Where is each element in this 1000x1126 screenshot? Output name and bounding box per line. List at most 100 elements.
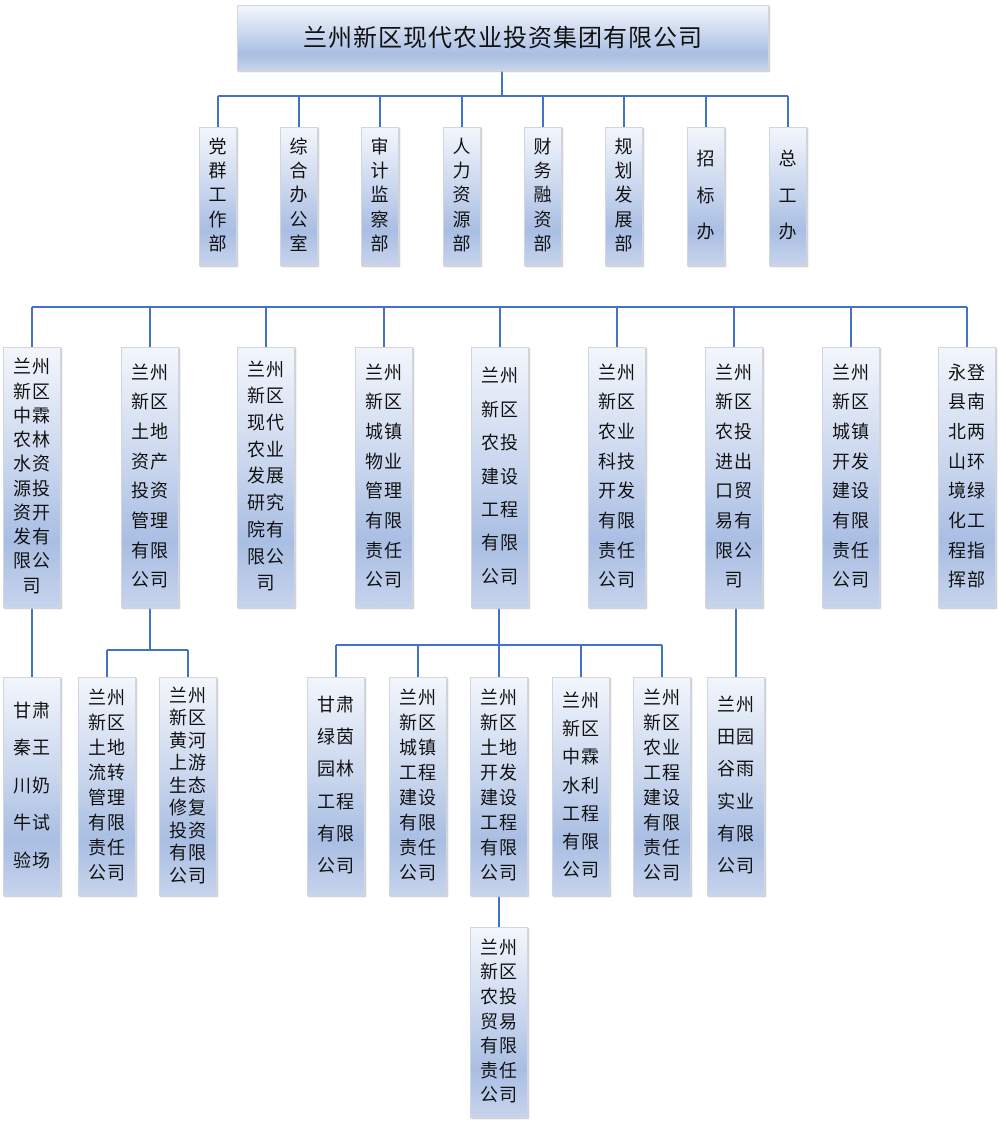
subsidiary-box[interactable]: 兰州新区农投进出口贸易有限公司	[705, 347, 763, 608]
box-text-line: 公司	[317, 855, 355, 877]
subsidiary-box[interactable]: 兰州新区农投建设工程有限公司	[471, 347, 529, 608]
box-text-line: 中霖	[562, 747, 600, 769]
box-text-line: 有限	[480, 838, 518, 859]
second-level-box[interactable]: 兰州新区中霖水利工程有限公司	[552, 677, 610, 896]
box-text-line: 兰州	[480, 937, 518, 959]
box-text-line: 责任	[480, 1060, 518, 1082]
box-text-line: 城镇	[832, 421, 870, 443]
box-text-line: 建设	[480, 788, 518, 809]
box-text-line: 公司	[365, 570, 403, 592]
box-text-line: 开发	[832, 451, 870, 473]
box-text-line: 有限	[717, 823, 755, 845]
box-text-line: 投资	[169, 820, 207, 842]
box-text-line: 部	[370, 233, 390, 255]
box-text-line: 新区	[13, 381, 51, 403]
box-text-line: 规	[614, 137, 634, 159]
box-text-line: 部	[533, 233, 553, 255]
department-box[interactable]: 总工办	[769, 127, 807, 266]
box-text-line: 源投	[13, 478, 51, 500]
box-text-line: 限公	[13, 551, 51, 573]
box-text-line: 计	[370, 161, 390, 183]
box-text-line: 力	[452, 161, 472, 183]
department-box[interactable]: 规划发展部	[605, 127, 643, 266]
department-box[interactable]: 财务融资部	[524, 127, 562, 266]
box-text-line: 秦王	[13, 738, 51, 759]
box-text-line: 有限	[169, 843, 207, 864]
group-company-box[interactable]: 兰州新区现代农业投资集团有限公司	[237, 5, 769, 71]
second-level-box[interactable]: 兰州新区土地流转管理有限责任公司	[78, 677, 136, 896]
box-text-line: 进出	[715, 451, 753, 473]
box-text-line: 物业	[365, 451, 403, 473]
department-box[interactable]: 招标办	[687, 127, 725, 266]
box-text-line: 责任	[643, 838, 681, 859]
box-text-line: 农投	[481, 433, 519, 455]
second-level-box[interactable]: 兰州田园谷雨实业有限公司	[707, 677, 765, 896]
box-text-line: 标	[696, 185, 716, 207]
box-text-line: 公司	[399, 863, 437, 884]
department-box[interactable]: 人力资源部	[443, 127, 481, 266]
box-text-line: 贸易	[480, 1011, 518, 1033]
box-text-line: 公司	[88, 863, 126, 884]
subsidiary-box[interactable]: 兰州新区城镇物业管理有限责任公司	[355, 347, 413, 608]
box-text-line: 土地	[88, 738, 126, 759]
subsidiary-box[interactable]: 兰州新区现代农业发展研究院有限公司	[237, 347, 295, 608]
box-text-line: 察	[370, 209, 390, 231]
box-text-line: 办	[696, 221, 716, 243]
box-text-line: 限公	[247, 546, 285, 568]
box-text-line: 务	[533, 161, 553, 183]
box-text-line: 审	[370, 137, 390, 159]
box-text-line: 责任	[88, 838, 126, 859]
box-text-line: 资开	[13, 502, 51, 524]
box-text-line: 新区	[715, 392, 753, 414]
second-level-box[interactable]: 兰州新区城镇工程建设有限责任公司	[389, 677, 447, 896]
box-text-line: 资产	[131, 451, 169, 473]
box-text-line: 公	[289, 209, 309, 231]
box-text-line: 限公	[715, 540, 753, 562]
box-text-line: 兰州	[562, 691, 600, 713]
box-text-line: 现代	[247, 413, 285, 435]
box-text-line: 修复	[169, 798, 207, 819]
box-text-line: 室	[289, 233, 309, 255]
second-level-box[interactable]: 甘肃绿茵园林工程有限公司	[307, 677, 365, 896]
box-text-line: 公司	[832, 570, 870, 592]
department-box[interactable]: 党群工作部	[199, 127, 237, 266]
department-box[interactable]: 综合办公室	[280, 127, 318, 266]
box-text-line: 新区	[88, 713, 126, 734]
department-box[interactable]: 审计监察部	[361, 127, 399, 266]
box-text-line: 新区	[480, 713, 518, 734]
box-text-line: 展	[614, 209, 634, 231]
second-level-box[interactable]: 甘肃秦王川奶牛试验场	[3, 677, 61, 896]
second-level-box[interactable]: 兰州新区黄河上游生态修复投资有限公司	[159, 677, 217, 896]
box-text-line: 土地	[480, 738, 518, 759]
box-text-line: 资	[533, 209, 553, 231]
box-text-line: 生态	[169, 775, 207, 797]
box-text-line: 公司	[562, 859, 600, 881]
box-text-line: 兰州	[131, 362, 169, 384]
box-text-line: 北两	[948, 421, 986, 443]
third-level-box[interactable]: 兰州新区农投贸易有限责任公司	[470, 927, 528, 1118]
box-text-line: 挥部	[948, 570, 986, 592]
box-text-line: 有限	[399, 813, 437, 834]
subsidiary-box[interactable]: 兰州新区农业科技开发有限责任公司	[588, 347, 646, 608]
box-text-line: 公司	[169, 865, 207, 887]
subsidiary-box[interactable]: 兰州新区土地资产投资管理有限公司	[121, 347, 179, 608]
subsidiary-box[interactable]: 兰州新区城镇开发建设有限责任公司	[822, 347, 880, 608]
box-text-line: 源	[452, 209, 472, 231]
box-text-line: 党	[208, 137, 228, 159]
box-text-line: 有限	[317, 823, 355, 845]
subsidiary-box[interactable]: 兰州新区中霖农林水资源投资开发有限公司	[3, 347, 61, 608]
box-text-line: 司	[724, 570, 744, 592]
box-text-line: 部	[614, 233, 634, 255]
second-level-box[interactable]: 兰州新区土地开发建设工程有限公司	[470, 677, 528, 896]
box-text-line: 划	[614, 161, 634, 183]
box-text-line: 兰州	[481, 366, 519, 388]
box-text-line: 开发	[480, 763, 518, 784]
box-text-line: 新区	[562, 719, 600, 741]
box-text-line: 责任	[365, 540, 403, 562]
box-text-line: 兰州	[832, 362, 870, 384]
box-text-line: 山环	[948, 451, 986, 473]
subsidiary-box[interactable]: 永登县南北两山环境绿化工程指挥部	[938, 347, 996, 608]
box-text-line: 兰州	[598, 362, 636, 384]
box-text-line: 工	[778, 185, 798, 207]
second-level-box[interactable]: 兰州新区农业工程建设有限责任公司	[633, 677, 691, 896]
